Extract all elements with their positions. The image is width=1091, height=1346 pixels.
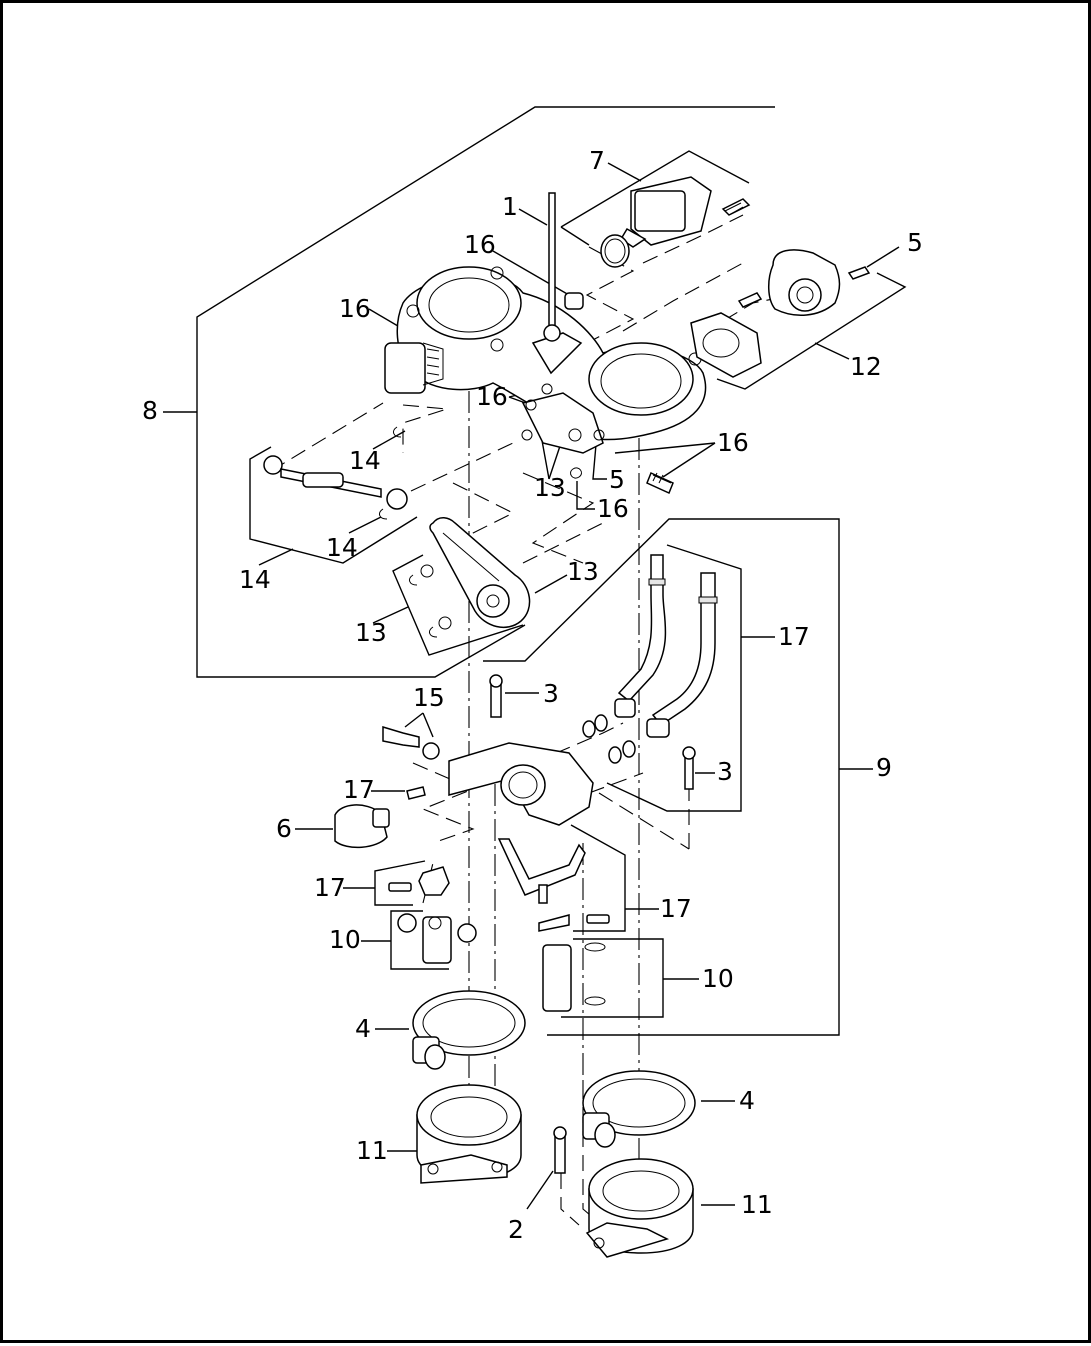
callout-15: 15 xyxy=(413,683,445,712)
callout-3: 3 xyxy=(543,679,559,708)
callout-16: 16 xyxy=(339,294,371,323)
callout-13: 13 xyxy=(355,618,387,647)
intake-flange-right-part xyxy=(553,1126,694,1258)
callout-12: 12 xyxy=(850,352,882,381)
callout-16: 16 xyxy=(476,382,508,411)
callout-labels: 1 7 5 16 16 12 8 16 16 14 13 5 16 14 14 … xyxy=(142,146,923,1244)
callout-2: 2 xyxy=(508,1215,524,1244)
callout-16: 16 xyxy=(464,230,496,259)
group-brackets xyxy=(163,106,907,1036)
callout-17: 17 xyxy=(314,873,346,902)
callout-9: 9 xyxy=(876,753,892,782)
callout-13: 13 xyxy=(534,473,566,502)
callout-16: 16 xyxy=(597,494,629,523)
callout-5: 5 xyxy=(609,465,625,494)
callout-10: 10 xyxy=(702,964,734,993)
callout-1: 1 xyxy=(502,192,518,221)
callout-14: 14 xyxy=(239,565,271,594)
callout-14: 14 xyxy=(326,533,358,562)
callout-4: 4 xyxy=(739,1086,755,1115)
callout-5: 5 xyxy=(907,228,923,257)
hose-clamp-right-part xyxy=(582,1070,696,1148)
fuel-injector-right-part xyxy=(538,884,610,1012)
throttle-cam-part xyxy=(409,517,531,638)
callout-4: 4 xyxy=(355,1014,371,1043)
callout-7: 7 xyxy=(589,146,605,175)
idle-air-control-part xyxy=(600,176,751,268)
callout-6: 6 xyxy=(276,814,292,843)
fuel-injector-left-part xyxy=(388,866,477,964)
callout-8: 8 xyxy=(142,396,158,425)
callout-13: 13 xyxy=(567,557,599,586)
fuel-lines-part xyxy=(582,554,718,764)
callout-3: 3 xyxy=(717,757,733,786)
callout-16: 16 xyxy=(717,428,749,457)
callout-17: 17 xyxy=(343,775,375,804)
callout-17: 17 xyxy=(660,894,692,923)
callout-10: 10 xyxy=(329,925,361,954)
intake-flange-left-part xyxy=(416,1084,522,1184)
exploded-view-diagram: 1 7 5 16 16 12 8 16 16 14 13 5 16 14 14 … xyxy=(142,106,923,1258)
fuel-rail-part xyxy=(334,674,696,896)
callout-11: 11 xyxy=(741,1190,773,1219)
throttle-cable-linkage-part xyxy=(263,426,408,520)
callout-14: 14 xyxy=(349,446,381,475)
throttle-position-sensor-part xyxy=(690,249,871,378)
callout-17: 17 xyxy=(778,622,810,651)
callout-11: 11 xyxy=(356,1136,388,1165)
hose-clamp-left-part xyxy=(412,990,526,1070)
throttle-body-part xyxy=(384,192,707,495)
